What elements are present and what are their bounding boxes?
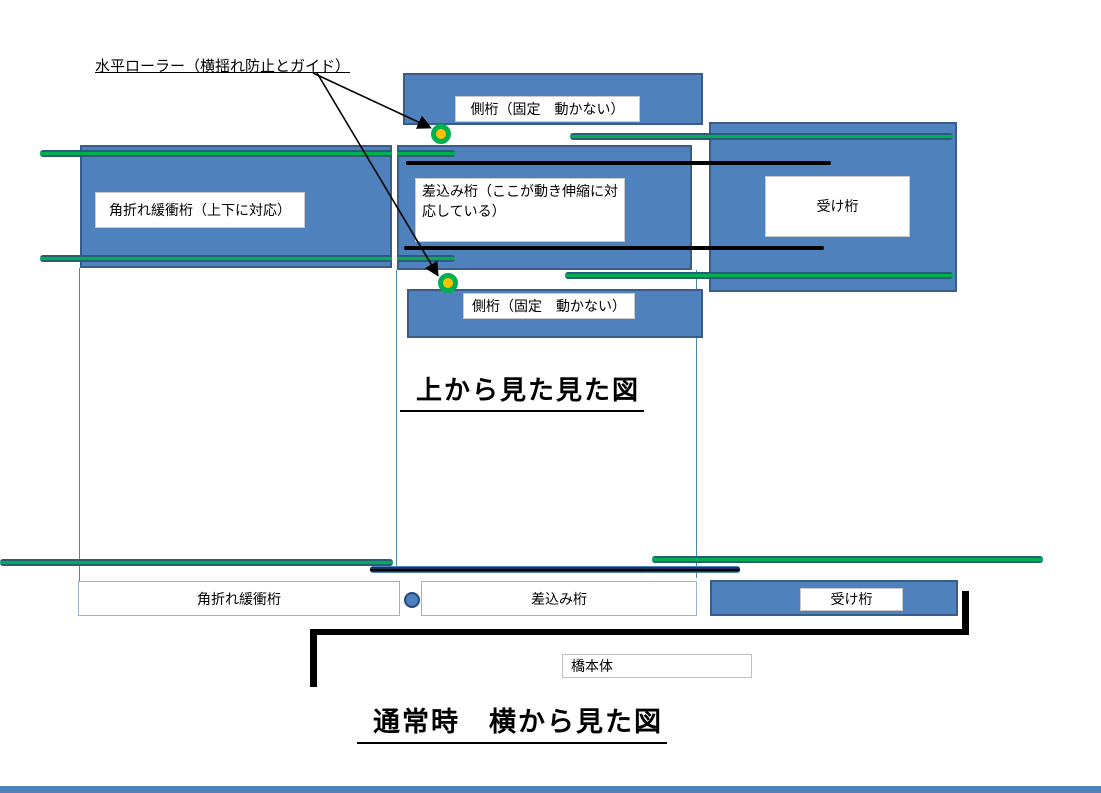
guide-line-middle [396, 270, 397, 566]
side-receive-girder-label: 受け桁 [800, 588, 903, 611]
slide-rod-upper [406, 161, 831, 165]
hinge-pin-icon [404, 592, 420, 608]
insert-girder-label: 差込み桁（ここが動き伸縮に対応している） [415, 178, 625, 242]
rail-middle-lower [397, 255, 455, 262]
rail-middle-upper [397, 150, 455, 157]
side-buffer-girder-label: 角折れ緩衝桁 [197, 590, 281, 607]
side-insert-girder-box: 差込み桁 [421, 581, 697, 616]
bracket-left-vertical [310, 629, 317, 687]
horizontal-roller-callout-label: 水平ローラー（横揺れ防止とガイド） [95, 58, 351, 75]
receive-girder-label: 受け桁 [765, 176, 910, 237]
rail-right-lower [565, 272, 953, 279]
side-receive-girder-box: 受け桁 [710, 580, 958, 616]
side-view-title: 通常時 横から見た図 [357, 700, 667, 744]
side-insert-girder-label: 差込み桁 [531, 590, 587, 607]
rail-left-lower [40, 255, 392, 262]
roller-marker-top-icon [431, 124, 451, 144]
bottom-strip [0, 786, 1101, 793]
side-rail-right [652, 556, 1043, 563]
side-girder-bottom-label: 側桁（固定 動かない） [463, 293, 635, 319]
rail-right-upper [570, 133, 953, 140]
guide-line-right [696, 270, 697, 578]
side-rail-left [0, 559, 393, 566]
bridge-body-label: 橋本体 [571, 658, 613, 674]
rail-left-upper [40, 150, 392, 157]
bracket-right-vertical [962, 591, 969, 635]
roller-marker-bottom-icon [438, 273, 458, 293]
side-rod-navy [370, 566, 740, 573]
side-girder-top-label: 側桁（固定 動かない） [455, 96, 640, 122]
slide-rod-lower [404, 246, 824, 250]
bracket-horizontal [310, 629, 969, 635]
bridge-body-box: 橋本体 [562, 654, 752, 678]
side-buffer-girder-box: 角折れ緩衝桁 [78, 581, 400, 616]
guide-line-left [79, 268, 80, 581]
buffer-girder-label: 角折れ緩衝桁（上下に対応） [95, 192, 305, 228]
top-view-title: 上から見た見た図 [400, 370, 645, 412]
